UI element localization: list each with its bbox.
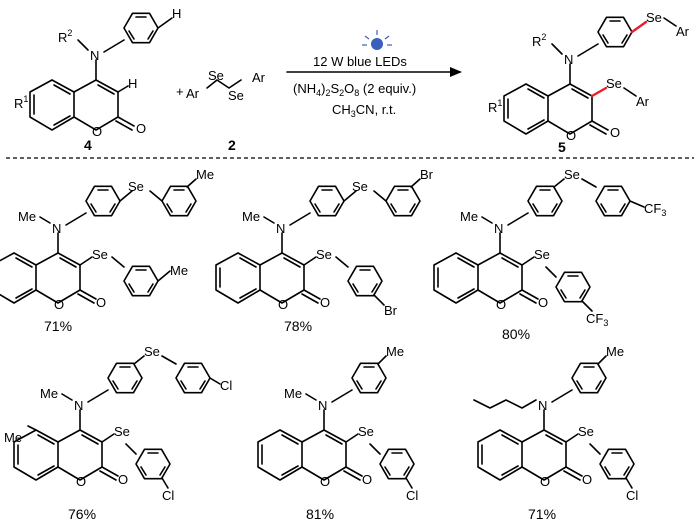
ar-left: Ar xyxy=(186,86,200,101)
ex1-amine-sub: Me xyxy=(18,209,36,224)
ex4-amine-sub: Me xyxy=(40,386,58,401)
condition-oxidant: (NH4)2S2O8 (2 equiv.) xyxy=(293,81,416,98)
ex6-sub-side: Cl xyxy=(626,488,638,503)
ex2-se-side: Se xyxy=(316,247,332,262)
compound-number-4: 4 xyxy=(84,137,92,153)
ex3-se-top: Se xyxy=(564,167,580,182)
example-2: N Me Se Br Se Br O O 78% xyxy=(215,167,434,334)
ex4-ring-me: Me xyxy=(4,430,22,445)
ex2-sub-side: Br xyxy=(384,303,398,318)
ex4-o2: O xyxy=(118,472,128,487)
example-3: N Me Se CF3 Se CF3 O O 80% xyxy=(433,167,666,342)
ex4-o1: O xyxy=(76,474,86,489)
ex3-sub-top: CF3 xyxy=(644,201,666,218)
substrate-h-vinyl: H xyxy=(128,76,137,91)
product-ar-top: Ar xyxy=(676,24,690,39)
ex1-se-side: Se xyxy=(92,247,108,262)
ex5-yield: 81% xyxy=(306,506,334,522)
ex1-o1: O xyxy=(54,297,64,312)
condition-light: 12 W blue LEDs xyxy=(313,54,407,69)
ex6-se-side: Se xyxy=(578,424,594,439)
ex1-sub-top: Me xyxy=(196,167,214,182)
ex2-sub-top: Br xyxy=(420,167,434,182)
ex2-o1: O xyxy=(278,297,288,312)
ex4-se-top: Se xyxy=(144,344,160,359)
ex5-o2: O xyxy=(362,472,372,487)
ar-right: Ar xyxy=(252,70,266,85)
se-2: Se xyxy=(228,88,244,103)
ex2-se-top: Se xyxy=(352,179,368,194)
ex6-o1: O xyxy=(540,474,550,489)
example-1: N Me Se Me Se Me O O 71% xyxy=(0,167,214,334)
se-1: Se xyxy=(208,68,224,83)
ex4-sub-top: Cl xyxy=(220,378,232,393)
substrate-r2-label: R2 xyxy=(58,28,72,45)
diselenide-2: Ar Se Se Ar 2 xyxy=(186,68,266,153)
ex5-sub-side: Cl xyxy=(406,488,418,503)
substrate-4: N R2 H H R1 O O 4 xyxy=(14,6,181,153)
product-o-ring: O xyxy=(566,128,576,143)
ex3-sub-side: CF3 xyxy=(586,311,608,328)
ex6-n: N xyxy=(538,398,547,413)
ex2-o2: O xyxy=(320,295,330,310)
compound-number-2: 2 xyxy=(228,137,236,153)
ex3-n: N xyxy=(494,221,503,236)
condition-solvent: CH3CN, r.t. xyxy=(332,102,396,119)
product-ar-side: Ar xyxy=(636,94,650,109)
ex5-n: N xyxy=(318,398,327,413)
ex1-sub-side: Me xyxy=(170,263,188,278)
ex6-yield: 71% xyxy=(528,506,556,522)
ex1-o2: O xyxy=(96,295,106,310)
plus-sign: + xyxy=(176,84,184,99)
ex3-o2: O xyxy=(538,295,548,310)
substrate-o-ring: O xyxy=(92,124,102,139)
ex2-amine-sub: Me xyxy=(242,209,260,224)
ex4-n: N xyxy=(74,398,83,413)
product-r2-label: R2 xyxy=(532,32,546,49)
ex5-se-side: Se xyxy=(358,424,374,439)
ex3-se-side: Se xyxy=(534,247,550,262)
product-se-top: Se xyxy=(646,10,662,25)
ex6-o2: O xyxy=(582,472,592,487)
substrate-o-carbonyl: O xyxy=(136,121,146,136)
product-o-carbonyl: O xyxy=(610,125,620,140)
example-6: N Me Se Cl O O 71% xyxy=(473,344,638,522)
ex4-yield: 76% xyxy=(68,506,96,522)
ex5-o1: O xyxy=(320,474,330,489)
product-se-side: Se xyxy=(606,76,622,91)
reaction-arrow: 12 W blue LEDs (NH4)2S2O8 (2 equiv.) CH3… xyxy=(286,30,462,119)
ex1-n: N xyxy=(52,221,61,236)
lamp-icon xyxy=(362,30,392,50)
product-n-label: N xyxy=(564,52,573,67)
ex4-se-side: Se xyxy=(114,424,130,439)
product-5: N R2 Se Ar Se Ar R1 O O 5 xyxy=(488,10,690,155)
substrate-n-label: N xyxy=(90,48,99,63)
ex1-se-top: Se xyxy=(128,179,144,194)
ex1-yield: 71% xyxy=(44,318,72,334)
ex5-tolyl-me: Me xyxy=(386,344,404,359)
product-r1-label: R1 xyxy=(488,98,502,115)
ex5-amine-sub: Me xyxy=(284,386,302,401)
ex2-n: N xyxy=(276,221,285,236)
ex3-amine-sub: Me xyxy=(460,209,478,224)
ex3-o1: O xyxy=(496,297,506,312)
substrate-r1-label: R1 xyxy=(14,94,28,111)
ex3-yield: 80% xyxy=(502,326,530,342)
substrate-h-ring: H xyxy=(172,6,181,21)
compound-number-5: 5 xyxy=(558,139,566,155)
ex2-yield: 78% xyxy=(284,318,312,334)
example-5: N Me Me Se Cl O O 81% xyxy=(257,344,418,522)
ex4-sub-side: Cl xyxy=(162,488,174,503)
ex6-tolyl-me: Me xyxy=(606,344,624,359)
example-4: Me N Me Se Cl Se Cl O O 76% xyxy=(4,344,232,522)
